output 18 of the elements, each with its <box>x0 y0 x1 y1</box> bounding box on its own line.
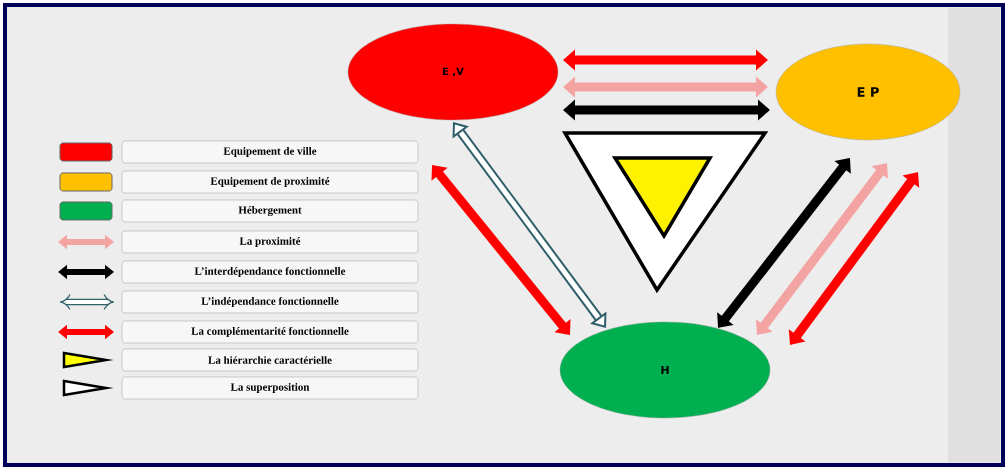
legend-label: Hébergement <box>121 199 419 223</box>
double-arrow <box>563 76 768 98</box>
ellipse-node: H <box>559 321 771 419</box>
legend-label: L’indépendance fonctionnelle <box>121 290 419 314</box>
double-arrow <box>563 49 768 71</box>
ellipse-node: E P <box>775 43 961 141</box>
legend-label: La hiérarchie caractérielle <box>121 348 419 372</box>
double-arrow <box>717 158 851 328</box>
legend-label: Equipement de proximité <box>121 170 419 194</box>
legend-label: L’interdépendance fonctionnelle <box>121 260 419 284</box>
double-arrow <box>563 99 770 121</box>
double-arrow <box>452 122 607 328</box>
ellipse-node: E ,V <box>347 23 559 121</box>
legend-label: La superposition <box>121 376 419 400</box>
legend-label: Equipement de ville <box>121 140 419 164</box>
legend-label: La complémentarité fonctionnelle <box>121 320 419 344</box>
double-arrow <box>431 165 571 335</box>
legend-label: La proximité <box>121 230 419 254</box>
